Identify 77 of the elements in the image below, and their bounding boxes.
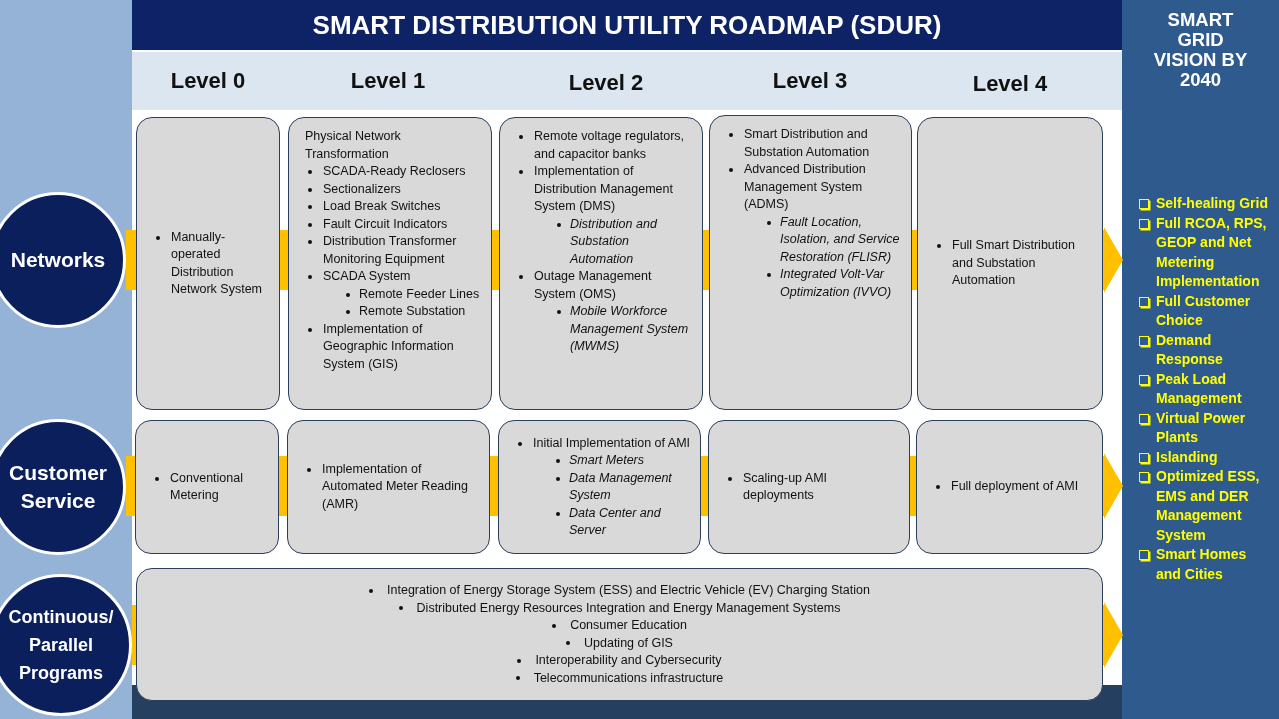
bullet-text: Physical Network Transformation (305, 129, 401, 161)
vision-item: Islanding (1156, 448, 1218, 465)
roadmap-card (287, 420, 490, 554)
connector-band (132, 605, 136, 665)
bullet-text: Distribution and Substation Automation (570, 216, 657, 266)
bullet-text: Outage Management System (OMS) (534, 269, 652, 301)
vision-item: Virtual Power Plants (1156, 409, 1246, 445)
connector-band (490, 456, 498, 516)
arrow (1103, 602, 1123, 668)
bullet-text: Implementation of Geographic Information System (GIS) (323, 321, 454, 371)
title-bar: SMART DISTRIBUTION UTILITY ROADMAP (SDUR) (132, 0, 1122, 50)
vision-item: Self-healing Grid (1156, 195, 1268, 211)
column-header: Level 1 (349, 68, 427, 94)
bullet-text: Remote Substation (359, 304, 466, 318)
connector-band (703, 230, 709, 290)
bullet-text: Load Break Switches (323, 199, 441, 213)
vision-panel (1122, 0, 1279, 719)
vision-item: Full Customer Choice (1156, 292, 1251, 328)
vision-item: Smart Homes and Cities (1156, 546, 1247, 582)
bullet-text: Distribution Transformer Monitoring Equipment (323, 234, 457, 266)
connector-band (279, 456, 287, 516)
bullet-text: Conventional Metering (170, 470, 243, 502)
connector-band (280, 230, 288, 290)
roadmap-card (288, 117, 492, 410)
bullet-text: Integrated Volt-Var Optimization (IVVO) (780, 267, 892, 299)
panel-heading: SMART GRID VISION BY 2040 (1152, 10, 1249, 90)
bullet-text: Remote voltage regulators, and capacitor banks (534, 129, 685, 161)
roadmap-card (917, 117, 1103, 410)
bullet-text: Distributed Energy Resources Integration and Energy Management Systems (416, 600, 841, 615)
column-header: Level 2 (567, 70, 645, 96)
connector-band (492, 230, 499, 290)
roadmap-card (916, 420, 1103, 554)
roadmap-card (709, 115, 912, 410)
bullet-text: Implementation of Distribution Management System (DMS) (534, 164, 673, 213)
roadmap-card (499, 117, 703, 410)
bullet-text: Mobile Workforce Management System (MWMS) (570, 304, 689, 353)
bullet-text: Integration of Energy Storage System (ESS) and Electric Vehicle (EV) Charging Station (387, 583, 870, 597)
bullet-text: Scaling-up AMI deployments (743, 470, 828, 502)
roadmap-card (136, 117, 280, 410)
bullet-text: Smart Distribution and Substation Automation (744, 127, 870, 159)
bullet-text: Sectionalizers (323, 181, 401, 196)
bullet-text: SCADA System (323, 269, 411, 283)
bullet-text: Initial Implementation of AMI (533, 435, 691, 450)
connector-band (701, 456, 708, 516)
bullet-text: Advanced Distribution Management System (ADMS) (744, 162, 866, 211)
bullet-text: SCADA-Ready Reclosers (323, 164, 466, 178)
connector-band (126, 456, 135, 516)
vision-item: Peak Load Management (1156, 370, 1242, 406)
column-header: Level 4 (971, 71, 1049, 97)
bullet-text: Fault Circuit Indicators (323, 216, 448, 231)
bullet-text: Manually-operated Distribution Network System (171, 229, 262, 296)
bullet-text: Full Smart Distribution and Substation Automation (952, 238, 1075, 288)
bullet-text: Telecommunications infrastructure (533, 670, 724, 685)
roadmap-card (708, 420, 910, 554)
bullet-text: Full deployment of AMI (951, 479, 1079, 494)
bullet-text: Smart Meters (569, 453, 644, 467)
roadmap-card (136, 568, 1103, 701)
bullet-text: Updating of GIS (584, 635, 673, 650)
vision-item: Optimized ESS, EMS and DER Management System (1156, 468, 1260, 543)
vision-item: Demand Response (1156, 331, 1223, 367)
vision-item: Full RCOA, RPS, GEOP and Net Metering Implementation (1156, 214, 1267, 289)
connector-band (910, 456, 916, 516)
bullet-text: Data Center and Server (569, 505, 661, 537)
connector-band (126, 230, 136, 290)
bullet-text: Implementation of Automated Meter Reading (AMR) (322, 461, 468, 511)
roadmap-card (498, 420, 701, 554)
bullet-text: Fault Location, Isolation, and Service Restoration (FLISR) (780, 214, 900, 264)
bullet-text: Consumer Education (570, 618, 687, 632)
column-header: Level 3 (771, 68, 849, 94)
arrow (1103, 227, 1123, 293)
roadmap-card (135, 420, 279, 554)
bullet-text: Interoperability and Cybersecurity (535, 653, 722, 667)
bullet-text: Remote Feeder Lines (359, 286, 480, 301)
connector-band (912, 230, 917, 290)
bullet-text: Data Management System (569, 470, 672, 502)
arrow (1103, 453, 1123, 519)
column-header: Level 0 (169, 68, 247, 94)
